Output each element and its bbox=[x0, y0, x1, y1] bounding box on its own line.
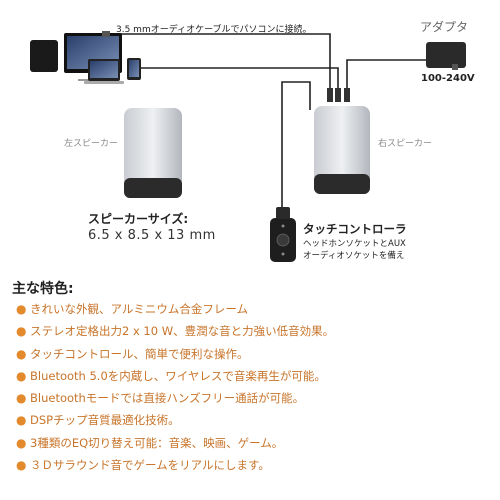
feature-item: ●Bluetooth 5.0を内蔵し、ワイヤレスで音楽再生が可能。 bbox=[16, 365, 334, 387]
computer-icon bbox=[30, 33, 141, 84]
feature-item: ●DSPチップ音質最適化技術。 bbox=[16, 409, 334, 431]
bullet-icon: ● bbox=[16, 458, 27, 473]
power-adapter-icon bbox=[426, 42, 466, 70]
right-speaker-label: 右スピーカー bbox=[378, 139, 433, 149]
bullet-icon: ● bbox=[16, 346, 27, 361]
bullet-icon: ● bbox=[16, 302, 27, 316]
bullet-icon: ● bbox=[16, 413, 27, 428]
right-speaker-icon bbox=[314, 106, 370, 194]
feature-item: ●3種類のEQ切り替え可能：音楽、映画、ゲーム。 bbox=[16, 432, 334, 454]
touch-controller-title: タッチコントローラ bbox=[303, 222, 407, 236]
size-title: スピーカーサイズ: bbox=[88, 212, 189, 226]
product-diagram bbox=[30, 31, 466, 262]
left-speaker-label: 左スピーカー bbox=[64, 139, 119, 149]
adapter-label: アダプタ bbox=[420, 20, 469, 34]
touch-controller-icon bbox=[270, 207, 296, 262]
audio-jack bbox=[102, 31, 110, 37]
features-title: 主な特色: bbox=[12, 281, 74, 297]
size-value: 6.5 x 8.5 x 13 mm bbox=[88, 228, 216, 243]
voltage-label: 100-240V bbox=[421, 73, 475, 84]
touch-controller-desc-2: オーディオソケットを備え bbox=[303, 251, 405, 261]
left-speaker-icon bbox=[124, 108, 182, 198]
speaker-plugs bbox=[327, 88, 350, 102]
bullet-icon: ● bbox=[16, 324, 27, 339]
feature-item: ●Bluetoothモードでは直接ハンズフリー通話が可能。 bbox=[16, 387, 334, 409]
feature-item: ●きれいな外観、アルミニウム合金フレーム bbox=[16, 298, 334, 320]
feature-item: ●タッチコントロール、簡単で便利な操作。 bbox=[16, 343, 334, 365]
bullet-icon: ● bbox=[16, 368, 27, 383]
feature-list: ●きれいな外観、アルミニウム合金フレーム ●ステレオ定格出力2 x 10 W、豊… bbox=[16, 298, 334, 476]
bullet-icon: ● bbox=[16, 391, 27, 406]
feature-item: ●ステレオ定格出力2 x 10 W、豊潤な音と力強い低音効果。 bbox=[16, 320, 334, 342]
cable-label: 3.5 mmオーディオケーブルでパソコンに接続。 bbox=[116, 25, 312, 35]
touch-controller-desc-1: ヘッドホンソケットとAUX bbox=[303, 239, 406, 249]
feature-item: ●３Ｄサラウンド音でゲームをリアルにします。 bbox=[16, 454, 334, 476]
bullet-icon: ● bbox=[16, 435, 27, 450]
